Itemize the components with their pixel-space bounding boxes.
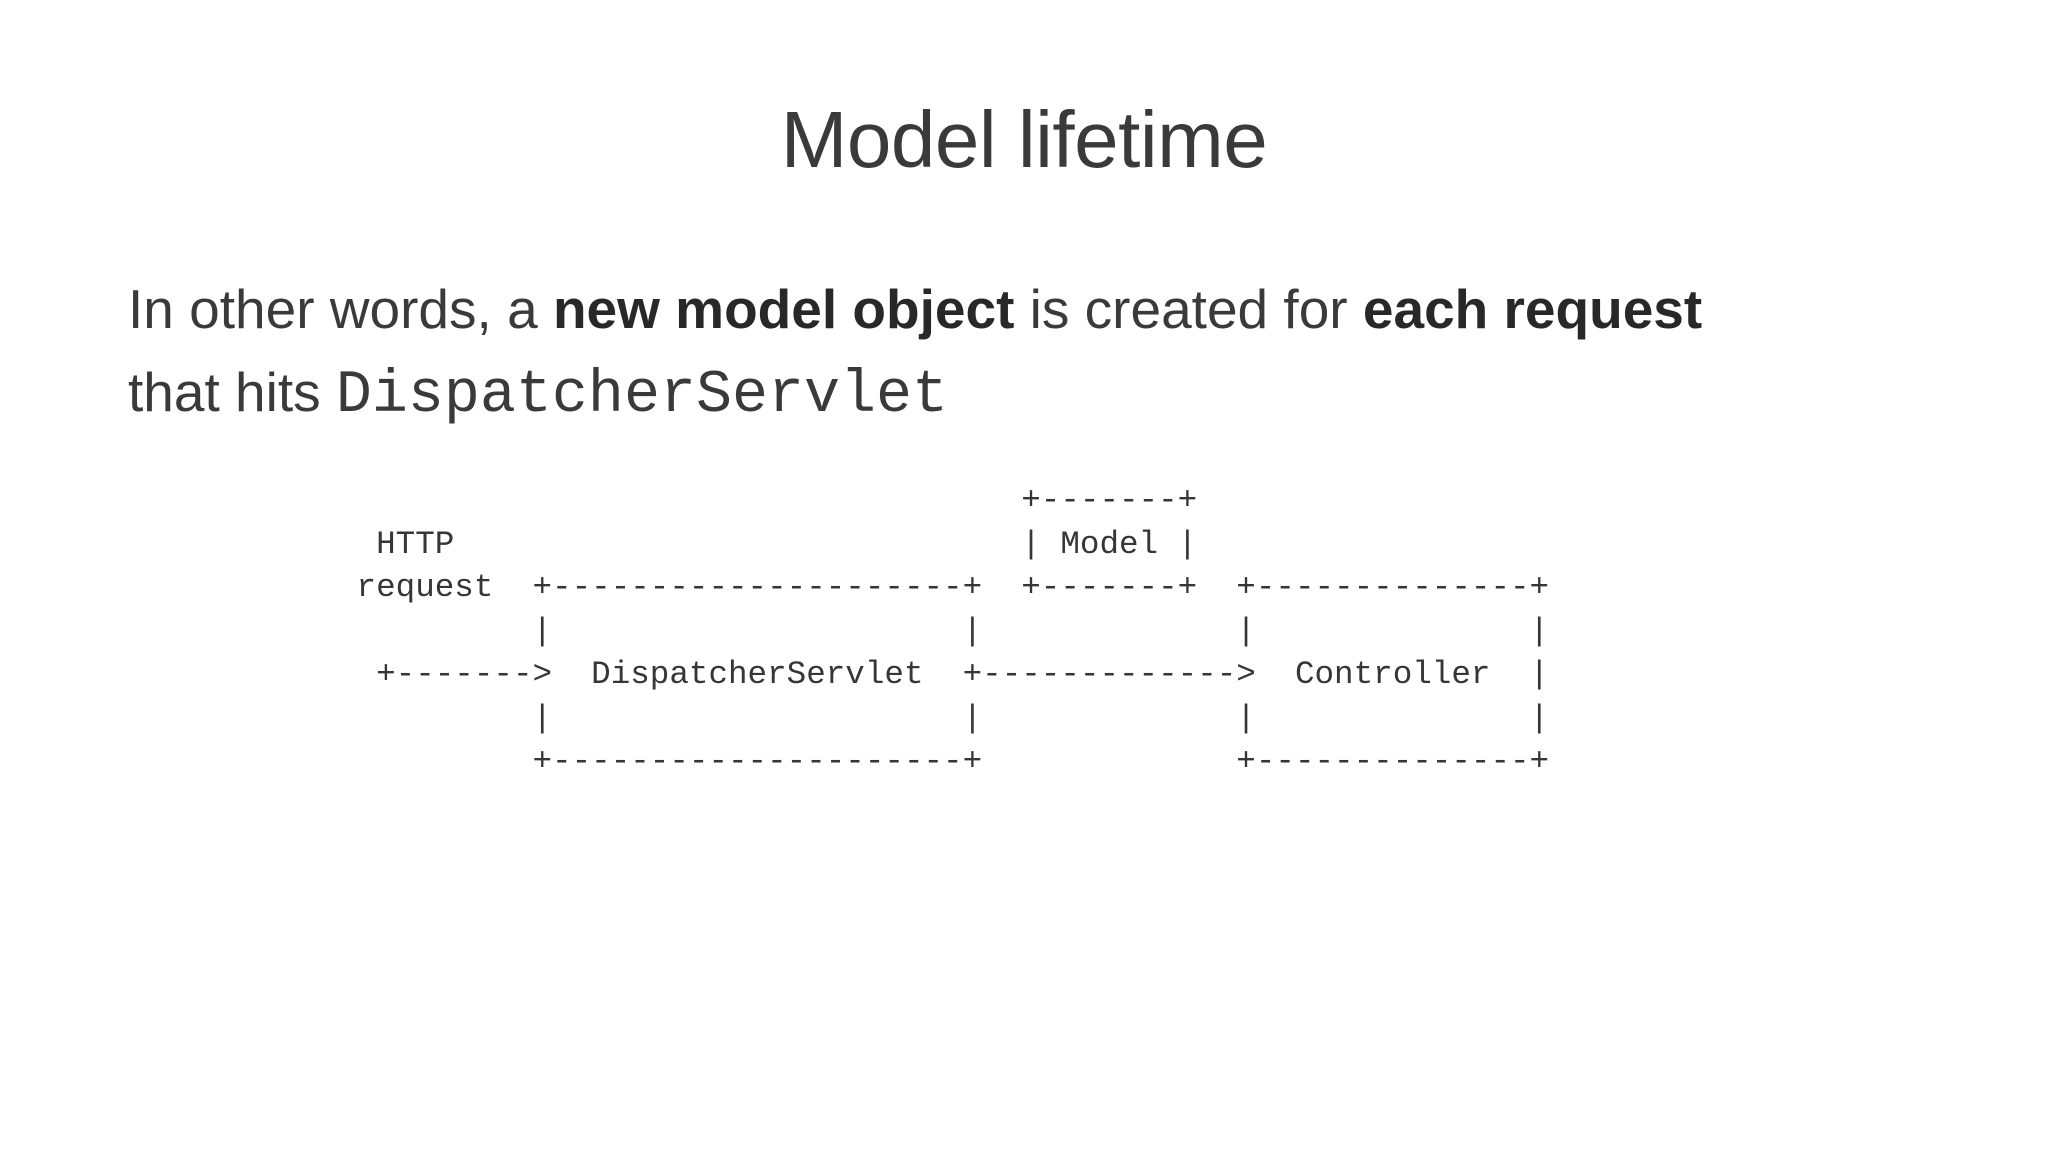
body-paragraph: In other words, a new model object is cr… — [128, 268, 1702, 438]
ascii-diagram: +-------+ HTTP | Model | request +------… — [356, 482, 1550, 780]
text-segment: is created for — [1014, 278, 1363, 340]
text-segment: each request — [1362, 278, 1703, 340]
text-segment: new model object — [552, 278, 1015, 340]
paragraph-line: In other words, a new model object is cr… — [128, 268, 1702, 351]
inline-code: DispatcherServlet — [335, 362, 948, 430]
paragraph-line: that hits DispatcherServlet — [128, 351, 1702, 438]
text-segment: In other words, a — [128, 278, 553, 340]
text-segment: that hits — [128, 361, 336, 423]
slide-title: Model lifetime — [780, 95, 1268, 184]
